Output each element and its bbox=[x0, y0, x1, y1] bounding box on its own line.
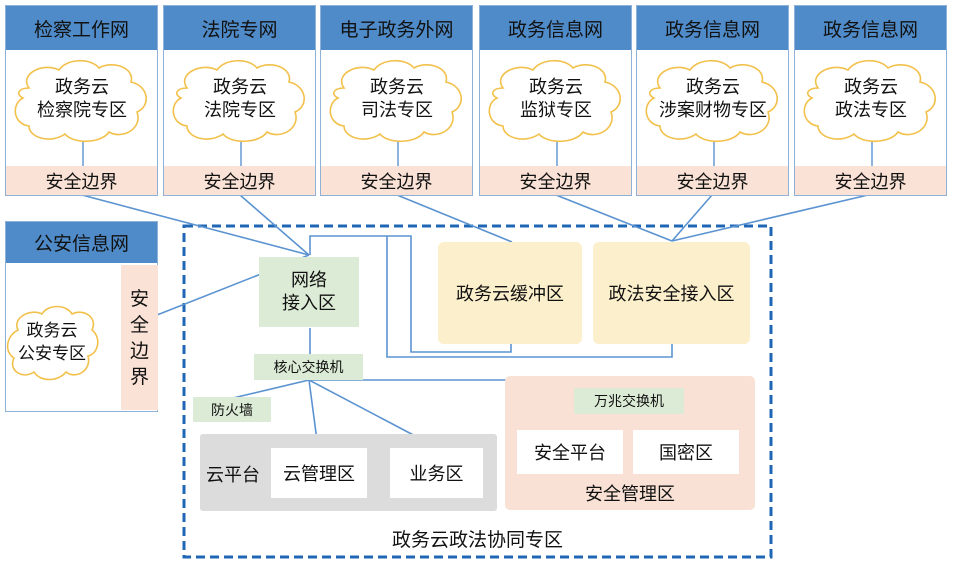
wanzhao-switch: 万兆交换机 bbox=[574, 388, 684, 414]
core-switch: 核心交换机 bbox=[254, 354, 363, 380]
police-cloud: 政务云 公安专区 bbox=[4, 304, 100, 382]
network-cloud: 政务云 涉案财物专区 bbox=[640, 58, 786, 143]
link-net2-access bbox=[239, 194, 310, 256]
network-title: 政务信息网 bbox=[637, 6, 788, 50]
cloud-boundary-link bbox=[556, 138, 558, 170]
network-box: 检察工作网 政务云 检察院专区 安全边界 bbox=[5, 5, 158, 196]
police-boundary: 安 全 边 界 bbox=[121, 265, 158, 410]
network-title: 政务信息网 bbox=[480, 6, 631, 50]
police-network-title: 公安信息网 bbox=[6, 222, 157, 263]
legal-access-zone: 政法安全接入区 bbox=[593, 242, 750, 344]
link-net1-access bbox=[81, 194, 310, 256]
firewall: 防火墙 bbox=[193, 397, 271, 422]
buffer-zone: 政务云缓冲区 bbox=[438, 242, 582, 344]
security-platform: 安全平台 bbox=[517, 430, 623, 474]
cloud-line2: 监狱专区 bbox=[520, 100, 592, 121]
cloud-boundary-link bbox=[82, 138, 84, 170]
cloud-platform: 云平台 云管理区 业务区 bbox=[200, 434, 497, 511]
police-boundary-char: 安 bbox=[129, 287, 149, 310]
network-access-line1: 网络 bbox=[291, 270, 327, 291]
security-boundary: 安全边界 bbox=[6, 166, 157, 195]
cloud-boundary-link bbox=[713, 138, 715, 170]
security-mgmt-label: 安全管理区 bbox=[585, 484, 675, 505]
network-access-line2: 接入区 bbox=[282, 293, 336, 314]
cloud-icon bbox=[803, 59, 936, 143]
link-net6-legal bbox=[671, 194, 869, 242]
cloud-line2: 政法专区 bbox=[835, 100, 907, 121]
cloud-mgmt-zone: 云管理区 bbox=[271, 448, 367, 498]
zone-dashed-border bbox=[182, 224, 773, 559]
police-boundary-char: 全 bbox=[129, 313, 149, 336]
network-cloud: 政务云 法院专区 bbox=[167, 58, 313, 143]
link-access-buffer bbox=[309, 235, 512, 353]
network-box: 政务信息网 政务云 政法专区 安全边界 bbox=[794, 5, 947, 196]
security-boundary: 安全边界 bbox=[164, 166, 315, 195]
cloud-line1: 政务云 bbox=[844, 77, 898, 98]
cloud-boundary-link bbox=[240, 138, 242, 170]
crypto-zone: 国密区 bbox=[633, 430, 739, 474]
link-access-legal bbox=[386, 236, 673, 358]
network-title: 检察工作网 bbox=[6, 6, 157, 50]
business-zone: 业务区 bbox=[390, 448, 483, 498]
security-boundary: 安全边界 bbox=[795, 166, 946, 195]
network-title: 法院专网 bbox=[164, 6, 315, 50]
cloud-icon bbox=[329, 59, 462, 143]
network-access-zone: 网络 接入区 bbox=[259, 257, 359, 327]
network-box: 政务信息网 政务云 涉案财物专区 安全边界 bbox=[636, 5, 789, 196]
network-cloud: 政务云 司法专区 bbox=[324, 58, 470, 143]
network-cloud: 政务云 检察院专区 bbox=[9, 58, 155, 143]
network-cloud: 政务云 监狱专区 bbox=[483, 58, 629, 143]
link-net5-legal bbox=[671, 194, 713, 242]
cloud-line1: 政务云 bbox=[213, 77, 267, 98]
cloud-boundary-link bbox=[397, 138, 399, 170]
security-boundary: 安全边界 bbox=[637, 166, 788, 195]
cloud-line2: 检察院专区 bbox=[37, 100, 127, 121]
network-box: 政务信息网 政务云 监狱专区 安全边界 bbox=[479, 5, 632, 196]
cloud-line1: 政务云 bbox=[686, 77, 740, 98]
cloud-line1: 政务云 bbox=[26, 321, 78, 341]
cloud-platform-label: 云平台 bbox=[206, 465, 260, 486]
security-boundary: 安全边界 bbox=[321, 166, 472, 195]
network-cloud: 政务云 政法专区 bbox=[798, 58, 944, 143]
cloud-icon bbox=[645, 59, 778, 143]
cloud-line1: 政务云 bbox=[55, 77, 109, 98]
security-mgmt-zone: 万兆交换机 安全平台 国密区 安全管理区 bbox=[505, 376, 755, 510]
police-network-box: 公安信息网 安 全 边 界 政务云 公安专区 bbox=[5, 221, 158, 412]
cloud-line1: 政务云 bbox=[370, 77, 424, 98]
cloud-icon bbox=[172, 59, 305, 143]
cloud-icon bbox=[14, 59, 147, 143]
cloud-line2: 涉案财物专区 bbox=[659, 100, 767, 121]
cloud-line2: 法院专区 bbox=[204, 100, 276, 121]
police-boundary-char: 边 bbox=[129, 339, 149, 362]
link-net4-legal bbox=[555, 194, 673, 242]
network-title: 政务信息网 bbox=[795, 6, 946, 50]
network-title: 电子政务外网 bbox=[321, 6, 472, 50]
police-boundary-char: 界 bbox=[129, 365, 149, 388]
cloud-boundary-link bbox=[871, 138, 873, 170]
cloud-line2: 司法专区 bbox=[361, 100, 433, 121]
network-box: 电子政务外网 政务云 司法专区 安全边界 bbox=[320, 5, 473, 196]
zone-title: 政务云政法协同专区 bbox=[391, 529, 563, 551]
cloud-line1: 政务云 bbox=[529, 77, 583, 98]
network-box: 法院专网 政务云 法院专区 安全边界 bbox=[163, 5, 316, 196]
cloud-line2: 公安专区 bbox=[18, 344, 86, 364]
cloud-icon bbox=[488, 59, 621, 143]
link-core-firewall bbox=[232, 379, 310, 399]
security-boundary: 安全边界 bbox=[480, 166, 631, 195]
link-net3-buffer bbox=[396, 194, 513, 243]
cloud-icon bbox=[6, 305, 99, 381]
